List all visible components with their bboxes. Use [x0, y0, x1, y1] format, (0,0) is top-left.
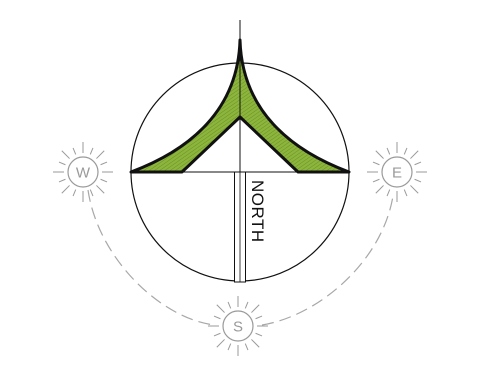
- sun-east-ray: [387, 190, 390, 196]
- sun-west-ray: [73, 148, 76, 154]
- sun-west: W: [53, 142, 113, 202]
- sun-south-ray: [228, 302, 231, 308]
- sun-east-ray: [404, 190, 407, 196]
- sun-west-ray: [90, 190, 93, 196]
- sun-south-ray: [251, 305, 259, 313]
- sun-east-ray: [410, 185, 418, 193]
- sun-west-ray: [96, 185, 104, 193]
- sun-south-ray: [214, 333, 220, 336]
- sun-east-ray: [376, 185, 384, 193]
- sun-south-ray: [217, 339, 225, 347]
- sun-south: S: [208, 296, 268, 356]
- sun-east-ray: [404, 148, 407, 154]
- sun-south-label: S: [233, 319, 243, 336]
- sun-east-ray: [415, 162, 421, 165]
- sun-west-ray: [59, 162, 65, 165]
- sun-west-ray: [59, 179, 65, 182]
- sun-west-ray: [101, 179, 107, 182]
- sun-south-ray: [251, 339, 259, 347]
- sun-west-ray: [101, 162, 107, 165]
- sun-south-ray: [214, 316, 220, 319]
- sun-west-ray: [62, 185, 70, 193]
- sun-east-ray: [387, 148, 390, 154]
- sun-east-ray: [376, 151, 384, 159]
- sun-west-ray: [90, 148, 93, 154]
- sun-south-ray: [256, 316, 262, 319]
- sun-east-label: E: [392, 165, 402, 182]
- sun-south-ray: [228, 344, 231, 350]
- sun-south-ray: [256, 333, 262, 336]
- sun-south-ray: [217, 305, 225, 313]
- sun-east-ray: [373, 162, 379, 165]
- sun-east-ray: [415, 179, 421, 182]
- sun-west-ray: [62, 151, 70, 159]
- sun-west-ray: [73, 190, 76, 196]
- north-label: NORTH: [248, 180, 267, 243]
- sun-south-ray: [245, 302, 248, 308]
- sun-east: E: [367, 142, 427, 202]
- sun-west-label: W: [76, 165, 91, 182]
- sun-south-ray: [245, 344, 248, 350]
- sun-east-ray: [373, 179, 379, 182]
- sun-west-ray: [96, 151, 104, 159]
- sun-east-ray: [410, 151, 418, 159]
